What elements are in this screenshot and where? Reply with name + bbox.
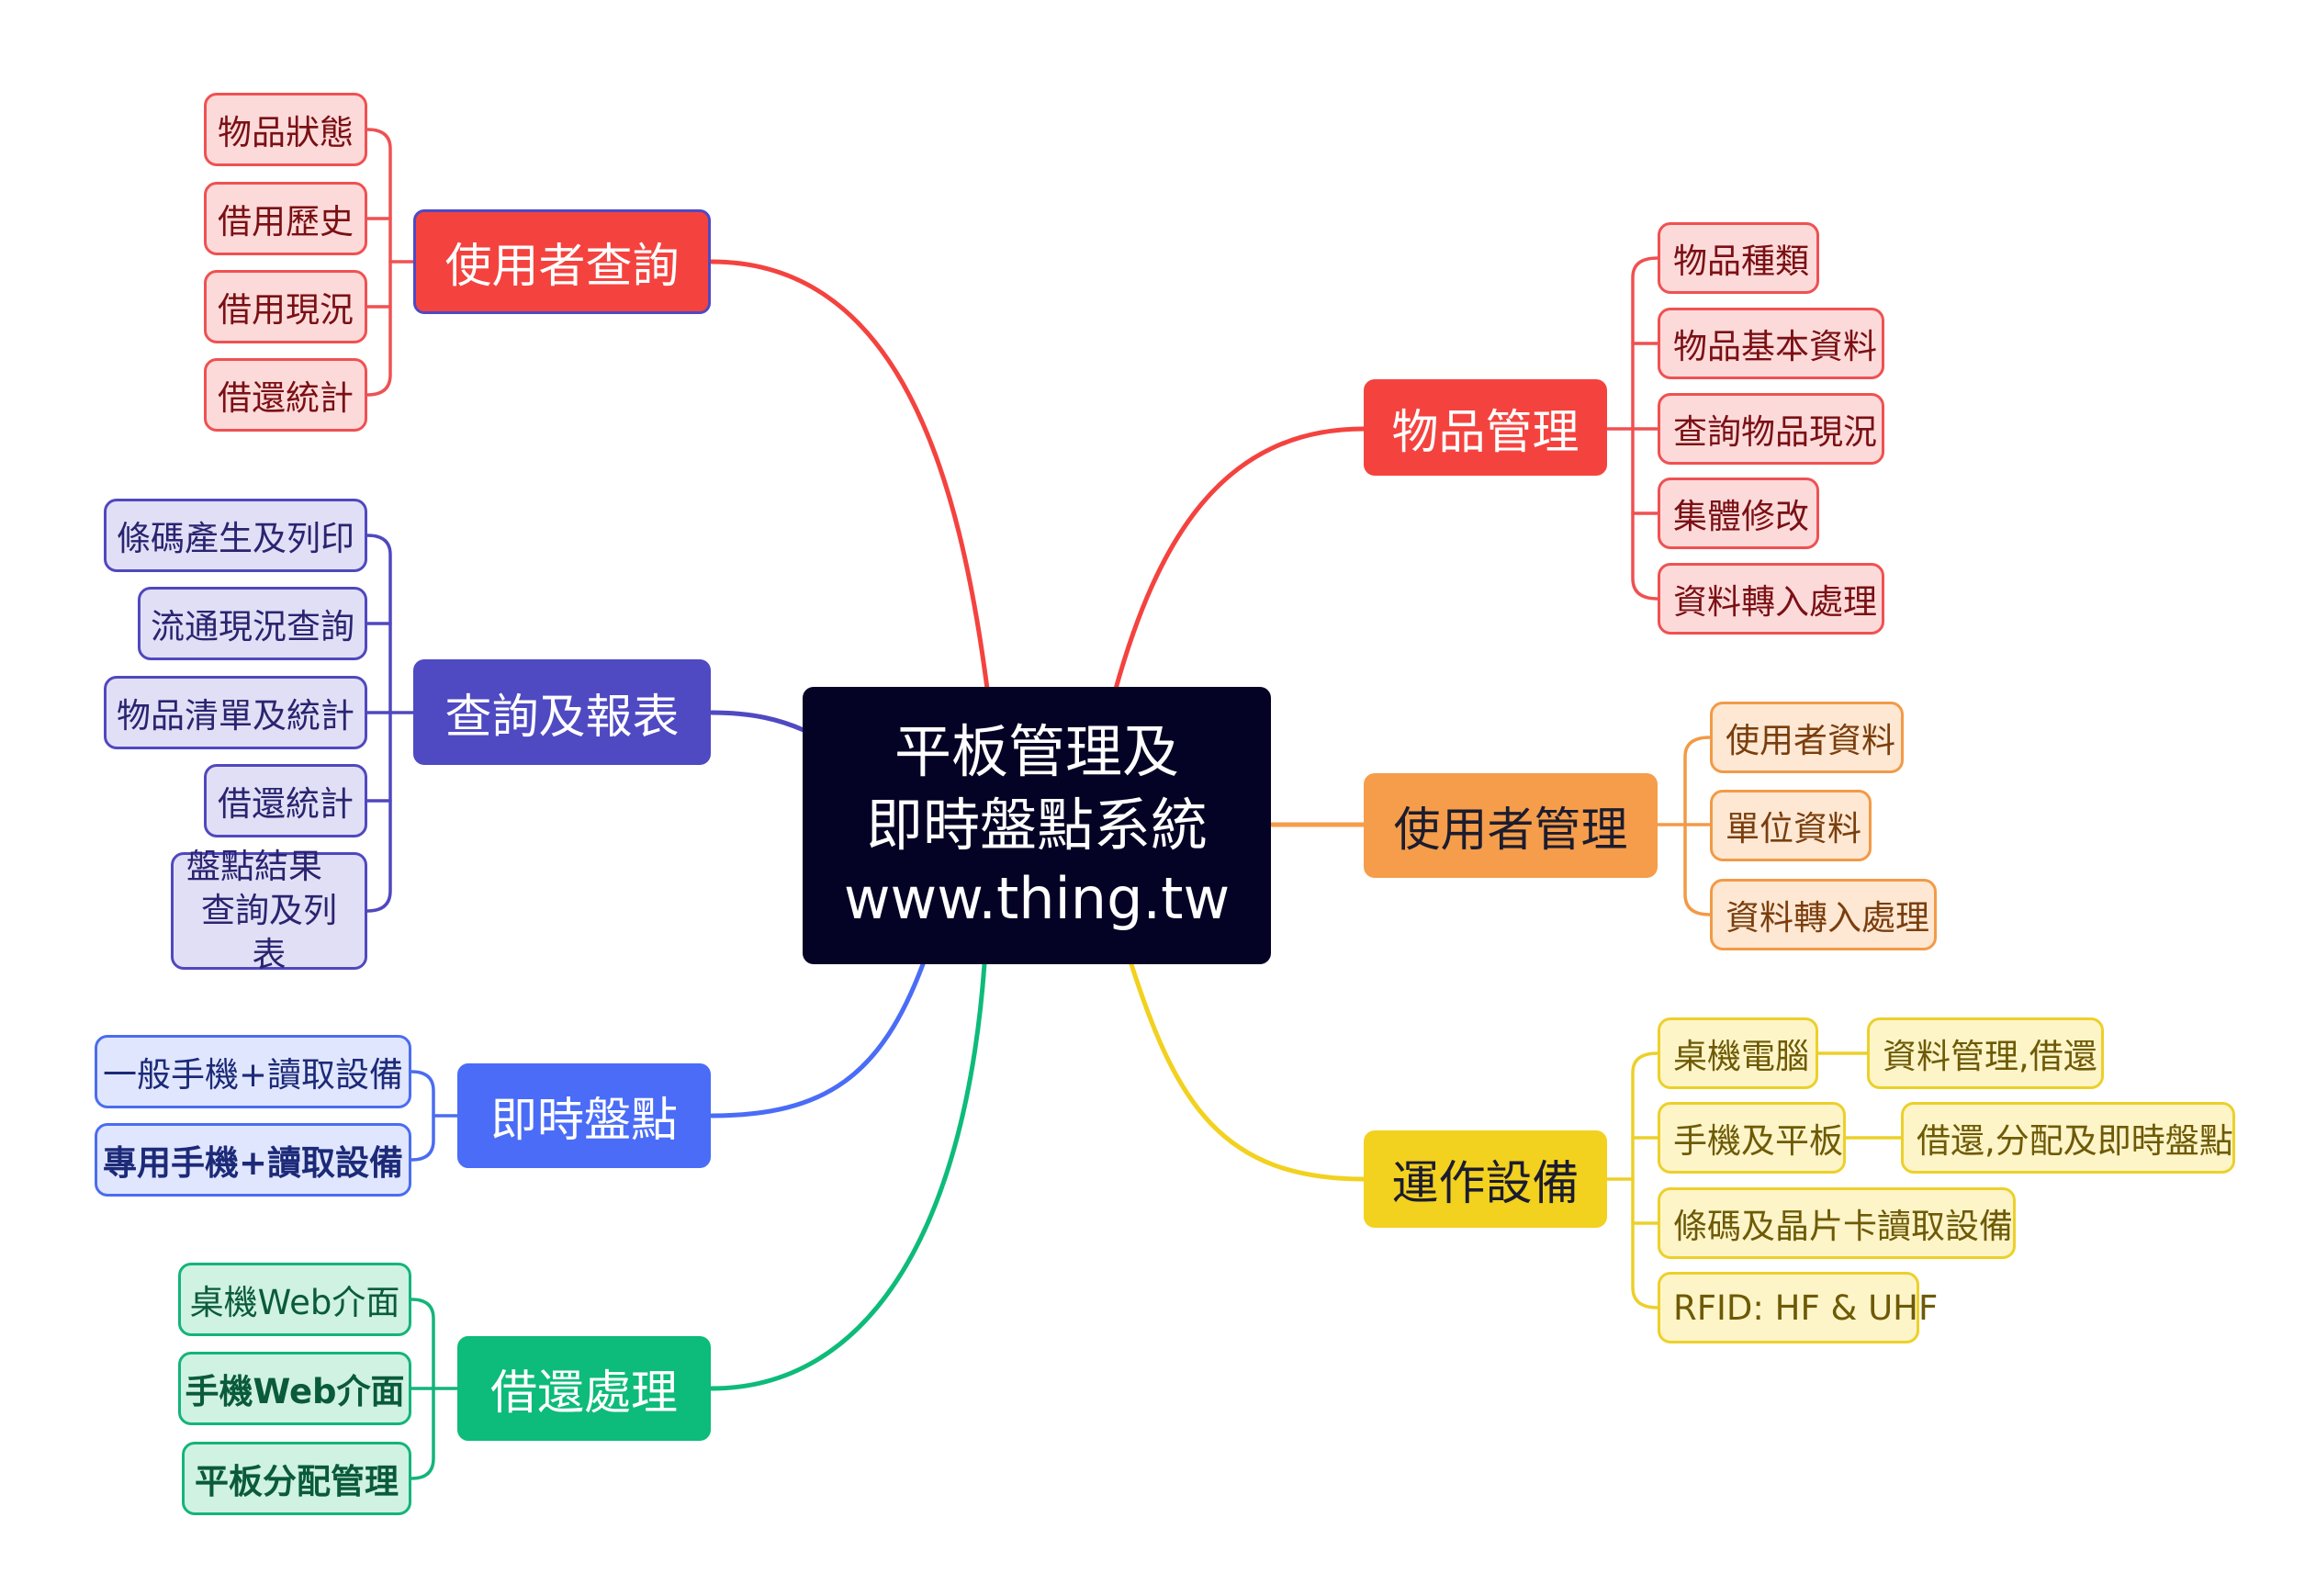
- leaf-label: 資料轉入處理: [1726, 898, 1929, 938]
- leaf-inventory-result[interactable]: 盤點結果 查詢及列表: [171, 847, 367, 974]
- leaf-label-line2: 查詢及列表: [201, 891, 337, 974]
- leaf-desktop-web[interactable]: 桌機Web介面: [178, 1263, 411, 1336]
- leaf-label: 借用現況: [218, 290, 354, 330]
- leaf-label: 流通現況查詢: [151, 607, 354, 646]
- leaf-item-list-stats[interactable]: 物品清單及統計: [104, 676, 367, 749]
- leaf-lending-stats-report[interactable]: 借還統計: [204, 764, 367, 837]
- leaf-lending-stats[interactable]: 借還統計: [204, 358, 367, 432]
- leaf-user-data-import[interactable]: 資料轉入處理: [1710, 879, 1937, 950]
- leaf-label: 物品狀態: [218, 113, 354, 152]
- leaf-label: 單位資料: [1726, 809, 1861, 849]
- leaf-circulation-query[interactable]: 流通現況查詢: [138, 587, 367, 660]
- central-topic-line2: 即時盤點系統: [865, 792, 1208, 859]
- leaf-label: 查詢物品現況: [1673, 412, 1877, 452]
- topic-realtime-inventory-label: 即時盤點: [489, 1094, 678, 1148]
- leaf-label: 桌機Web介面: [189, 1283, 400, 1322]
- topic-user-management-label: 使用者管理: [1393, 804, 1628, 858]
- leaf-label: 條碼及晶片卡讀取設備: [1673, 1207, 2013, 1246]
- topic-user-management[interactable]: 使用者管理: [1364, 773, 1658, 878]
- topic-realtime-inventory[interactable]: 即時盤點: [457, 1063, 711, 1168]
- leaf-label: 平板分配管理: [195, 1462, 399, 1501]
- wire-lending: [709, 961, 987, 1391]
- leaf-tablet-assign[interactable]: 平板分配管理: [182, 1442, 411, 1515]
- leaf-rfid[interactable]: RFID: HF & UHF: [1658, 1272, 1938, 1343]
- leaf-label: 桌機電腦: [1673, 1037, 1809, 1076]
- leaf-label: 借用歷史: [218, 202, 354, 242]
- leaf-dedicated-phone[interactable]: 專用手機+讀取設備: [95, 1123, 411, 1197]
- topic-query-report[interactable]: 查詢及報表: [413, 659, 711, 765]
- leaf-label: 使用者資料: [1726, 721, 1895, 760]
- leaf-user-data[interactable]: 使用者資料: [1710, 702, 1904, 773]
- leaf-general-phone[interactable]: 一般手機+讀取設備: [95, 1035, 411, 1108]
- leaf-label: 借還統計: [218, 378, 354, 418]
- leaf-label: RFID: HF & UHF: [1673, 1287, 1939, 1328]
- topic-user-query[interactable]: 使用者查詢: [413, 209, 711, 314]
- leaf-label: 專用手機+讀取設備: [103, 1143, 404, 1183]
- wire-query-report: [709, 710, 806, 733]
- leaf-item-basic-data[interactable]: 物品基本資料: [1658, 308, 1884, 379]
- leaf-lending-assign-inventory[interactable]: 借還,分配及即時盤點: [1901, 1102, 2235, 1174]
- central-topic-line1: 平板管理及: [894, 718, 1179, 785]
- topic-item-management-label: 物品管理: [1391, 405, 1580, 460]
- leaf-unit-data[interactable]: 單位資料: [1710, 790, 1872, 861]
- leaf-label: 資料轉入處理: [1673, 582, 1877, 622]
- leaf-mobile-web[interactable]: 手機Web介面: [178, 1352, 411, 1425]
- leaf-label-line1: 盤點結果: [186, 847, 322, 886]
- topic-devices-label: 運作設備: [1391, 1157, 1580, 1211]
- leaf-item-data-import[interactable]: 資料轉入處理: [1658, 563, 1884, 635]
- wire-item-mgmt: [1113, 426, 1366, 691]
- topic-query-report-label: 查詢及報表: [444, 690, 680, 745]
- central-topic-url: www.thing.tw: [843, 865, 1231, 932]
- central-topic[interactable]: 平板管理及 即時盤點系統 www.thing.tw: [803, 687, 1271, 964]
- leaf-label: 物品基本資料: [1673, 327, 1877, 366]
- topic-lending[interactable]: 借還處理: [457, 1336, 711, 1441]
- leaf-item-status[interactable]: 物品狀態: [204, 93, 367, 166]
- wire-devices: [1129, 961, 1366, 1182]
- leaf-desktop-pc[interactable]: 桌機電腦: [1658, 1017, 1818, 1089]
- leaf-item-category[interactable]: 物品種類: [1658, 222, 1819, 294]
- topic-devices[interactable]: 運作設備: [1364, 1130, 1607, 1228]
- leaf-bulk-edit[interactable]: 集體修改: [1658, 478, 1819, 549]
- leaf-label: 借還,分配及即時盤點: [1917, 1121, 2233, 1161]
- leaf-borrow-history[interactable]: 借用歷史: [204, 182, 367, 255]
- topic-lending-label: 借還處理: [489, 1366, 678, 1421]
- leaf-barcode-card-reader[interactable]: 條碼及晶片卡讀取設備: [1658, 1187, 2016, 1259]
- leaf-label: 資料管理,借還: [1883, 1037, 2097, 1076]
- wire-user-query: [709, 259, 990, 691]
- leaf-phone-tablet[interactable]: 手機及平板: [1658, 1102, 1846, 1174]
- leaf-label: 物品清單及統計: [117, 696, 354, 736]
- leaf-borrow-current[interactable]: 借用現況: [204, 270, 367, 343]
- leaf-barcode-print[interactable]: 條碼產生及列印: [104, 499, 367, 572]
- leaf-label: 集體修改: [1673, 497, 1809, 536]
- leaf-label: 手機Web介面: [185, 1372, 405, 1411]
- topic-user-query-label: 使用者查詢: [444, 240, 680, 294]
- topic-item-management[interactable]: 物品管理: [1364, 379, 1607, 476]
- leaf-label: 物品種類: [1673, 242, 1809, 281]
- leaf-query-item-status[interactable]: 查詢物品現況: [1658, 393, 1884, 465]
- leaf-label: 條碼產生及列印: [117, 519, 354, 558]
- leaf-label: 手機及平板: [1673, 1121, 1843, 1161]
- wire-realtime: [709, 961, 926, 1118]
- leaf-label: 借還統計: [218, 784, 354, 824]
- leaf-data-mgmt-lending[interactable]: 資料管理,借還: [1867, 1017, 2104, 1089]
- leaf-label: 一般手機+讀取設備: [103, 1055, 404, 1095]
